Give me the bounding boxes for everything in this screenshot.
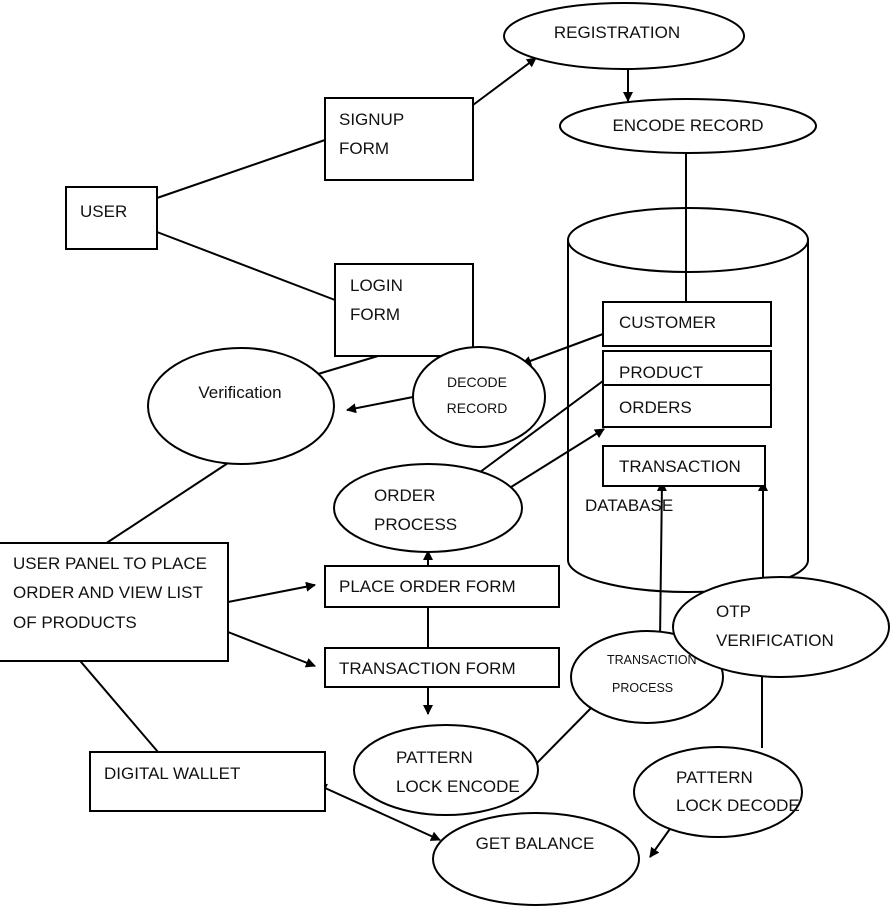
edge-order-orders: [494, 428, 605, 498]
user-panel-label-1: USER PANEL TO PLACE: [13, 554, 207, 573]
get-balance-label: GET BALANCE: [476, 834, 595, 853]
transaction-process-label-2: PROCESS: [612, 681, 673, 695]
decode-record-node: DECODE RECORD: [412, 346, 546, 448]
database-tables: CUSTOMER PRODUCT ORDERS TRANSACTION DATA…: [585, 301, 772, 515]
user-label: USER: [80, 202, 127, 221]
digital-wallet-node: DIGITAL WALLET: [89, 751, 326, 812]
edge-panel-transactionform: [227, 631, 316, 668]
pattern-lock-encode-node: PATTERN LOCK ENCODE: [353, 724, 539, 816]
signup-form-label-2: FORM: [339, 139, 389, 158]
transaction-table: [602, 445, 766, 487]
user-node: USER: [65, 186, 158, 250]
verification-label: Verification: [198, 383, 281, 402]
place-order-form-label: PLACE ORDER FORM: [339, 577, 516, 596]
customer-table: [602, 301, 772, 347]
user-panel-label-3: OF PRODUCTS: [13, 613, 137, 632]
pattern-lock-encode-label-1: PATTERN: [396, 748, 473, 767]
edge-product-order: [471, 380, 604, 479]
signup-form-node: SIGNUP FORM: [324, 97, 474, 181]
edge-login-verification: [317, 355, 379, 375]
orders-table: [602, 384, 772, 428]
edge-decode-verification: [346, 396, 414, 414]
edge-user-signup: [156, 139, 326, 199]
otp-verification-label-2: VERIFICATION: [716, 631, 834, 650]
user-panel-label-2: ORDER AND VIEW LIST: [13, 583, 203, 602]
registration-node: REGISTRATION: [503, 2, 745, 70]
product-label: PRODUCT: [619, 363, 703, 382]
transaction-form-label: TRANSACTION FORM: [339, 659, 516, 678]
customer-label: CUSTOMER: [619, 313, 716, 332]
pattern-lock-decode-node: PATTERN LOCK DECODE: [633, 746, 803, 838]
login-form-node: LOGIN FORM: [334, 263, 474, 357]
login-form-label-2: FORM: [350, 305, 400, 324]
otp-verification-label-1: OTP: [716, 602, 751, 621]
order-process-label-1: ORDER: [374, 486, 435, 505]
transaction-process-label-1: TRANSACTION: [607, 653, 697, 667]
database-label: DATABASE: [585, 496, 673, 515]
edge-user-login: [156, 231, 336, 301]
get-balance-node: GET BALANCE: [432, 812, 640, 906]
edge-signup-registration: [472, 57, 537, 106]
edge-patternencode-txprocess: [534, 704, 595, 766]
transaction-form-node: TRANSACTION FORM: [324, 647, 560, 688]
orders-label: ORDERS: [619, 398, 692, 417]
pattern-lock-encode-label-2: LOCK ENCODE: [396, 777, 520, 796]
pattern-lock-decode-label-2: LOCK DECODE: [676, 796, 800, 815]
user-panel-node: USER PANEL TO PLACE ORDER AND VIEW LIST …: [0, 542, 229, 662]
login-form-label-1: LOGIN: [350, 276, 403, 295]
otp-verification-node: OTP VERIFICATION: [672, 576, 890, 678]
signup-form-label-1: SIGNUP: [339, 110, 404, 129]
place-order-form-node: PLACE ORDER FORM: [324, 565, 560, 608]
edge-verification-userpanel: [104, 462, 229, 545]
edge-panel-placeorder: [227, 581, 316, 603]
pattern-lock-decode-label-1: PATTERN: [676, 768, 753, 787]
verification-node: Verification: [147, 347, 335, 465]
edge-customer-decode: [521, 333, 604, 366]
decode-record-label-1: DECODE: [447, 374, 507, 390]
edge-patterndecode-balance: [649, 825, 673, 858]
digital-wallet-label: DIGITAL WALLET: [104, 764, 240, 783]
order-process-node: ORDER PROCESS: [333, 463, 523, 553]
transaction-process-node: TRANSACTION PROCESS: [570, 630, 724, 724]
edge-txprocess-transaction: [656, 481, 667, 641]
encode-record-node: ENCODE RECORD: [559, 98, 817, 154]
encode-record-label: ENCODE RECORD: [612, 116, 763, 135]
edge-wallet-balance: [316, 783, 441, 841]
order-process-label-2: PROCESS: [374, 515, 457, 534]
decode-record-label-2: RECORD: [447, 400, 508, 416]
transaction-label: TRANSACTION: [619, 457, 741, 476]
registration-label: REGISTRATION: [554, 23, 680, 42]
